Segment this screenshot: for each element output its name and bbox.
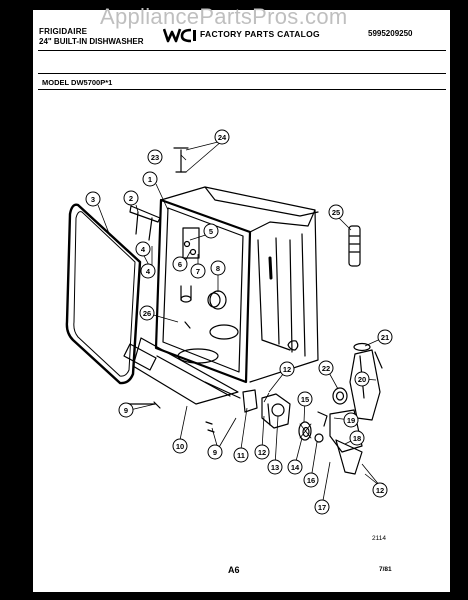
catalog-number: 5995209250	[368, 29, 413, 38]
callout-3: 3	[85, 191, 101, 207]
date-code: 7/81	[379, 566, 392, 573]
callout-4b: 4	[140, 263, 156, 279]
svg-text:4: 4	[146, 267, 151, 276]
page-label: A6	[228, 565, 240, 575]
callout-12c: 12	[372, 482, 388, 498]
callout-5: 5	[203, 223, 219, 239]
svg-text:20: 20	[358, 375, 366, 384]
callout-18: 18	[349, 430, 365, 446]
svg-text:6: 6	[178, 260, 182, 269]
callout-1: 1	[142, 171, 158, 187]
callout-20: 20	[354, 371, 370, 387]
callout-11: 11	[233, 447, 249, 463]
callout-12a: 12	[279, 361, 295, 377]
catalog-title: FACTORY PARTS CATALOG	[200, 29, 320, 39]
svg-text:10: 10	[176, 442, 184, 451]
callout-9a: 9	[118, 402, 134, 418]
svg-text:4: 4	[141, 245, 146, 254]
seal-ring	[332, 387, 348, 405]
latch-assembly	[349, 349, 381, 421]
svg-text:17: 17	[318, 503, 326, 512]
callout-12b: 12	[254, 444, 270, 460]
product-label: 24" BUILT-IN DISHWASHER	[39, 37, 144, 46]
callout-9b: 9	[207, 444, 223, 460]
callout-10: 10	[172, 438, 188, 454]
callout-6: 6	[172, 256, 188, 272]
model-rule-top	[38, 73, 446, 74]
callout-16: 16	[303, 472, 319, 488]
tub-frame	[154, 198, 252, 384]
callout-24: 24	[214, 129, 230, 145]
svg-text:3: 3	[91, 195, 95, 204]
watermark-text: AppliancePartsPros.com	[100, 4, 348, 29]
callout-25: 25	[328, 204, 344, 220]
svg-text:14: 14	[291, 463, 300, 472]
callout-7: 7	[190, 263, 206, 279]
model-label: MODEL DW5700P*1	[42, 78, 113, 87]
svg-text:21: 21	[381, 333, 389, 342]
svg-text:12: 12	[376, 486, 384, 495]
svg-text:24: 24	[218, 133, 227, 142]
callout-2: 2	[123, 190, 139, 206]
door-gasket	[65, 203, 142, 385]
header-rule	[38, 50, 446, 51]
model-rule-bottom	[38, 89, 446, 90]
svg-text:11: 11	[237, 451, 245, 460]
svg-text:12: 12	[283, 365, 291, 374]
wci-logo	[163, 28, 196, 43]
svg-text:7: 7	[196, 267, 200, 276]
svg-text:9: 9	[124, 406, 128, 415]
svg-text:12: 12	[258, 448, 266, 457]
impeller	[298, 421, 312, 441]
svg-text:22: 22	[322, 364, 330, 373]
callout-14: 14	[287, 459, 303, 475]
svg-text:23: 23	[151, 153, 159, 162]
svg-text:1: 1	[148, 175, 152, 184]
svg-text:13: 13	[271, 463, 279, 472]
callout-17: 17	[314, 499, 330, 515]
callout-21: 21	[377, 329, 393, 345]
svg-text:19: 19	[347, 416, 355, 425]
callout-13: 13	[267, 459, 283, 475]
svg-text:18: 18	[353, 434, 361, 443]
svg-text:9: 9	[213, 448, 217, 457]
drawing-number: 2114	[372, 535, 386, 542]
door-panel	[132, 337, 239, 405]
callout-23: 23	[147, 149, 163, 165]
callout-8: 8	[210, 260, 226, 276]
callout-group: 1 2 3 4 4 5 6 7 8 9 9 10 11 12 12 12 13 …	[85, 129, 393, 515]
float-switch	[348, 225, 361, 267]
svg-text:26: 26	[143, 309, 151, 318]
callout-26: 26	[139, 305, 155, 321]
svg-text:16: 16	[307, 476, 315, 485]
callout-4a: 4	[135, 241, 151, 257]
svg-text:5: 5	[209, 227, 213, 236]
callout-15: 15	[297, 391, 313, 407]
svg-text:25: 25	[332, 208, 340, 217]
svg-text:2: 2	[129, 194, 133, 203]
brand-label: FRIGIDAIRE	[39, 27, 88, 36]
callout-19: 19	[343, 412, 359, 428]
svg-text:15: 15	[301, 395, 309, 404]
callout-22: 22	[318, 360, 334, 376]
svg-text:8: 8	[216, 264, 220, 273]
